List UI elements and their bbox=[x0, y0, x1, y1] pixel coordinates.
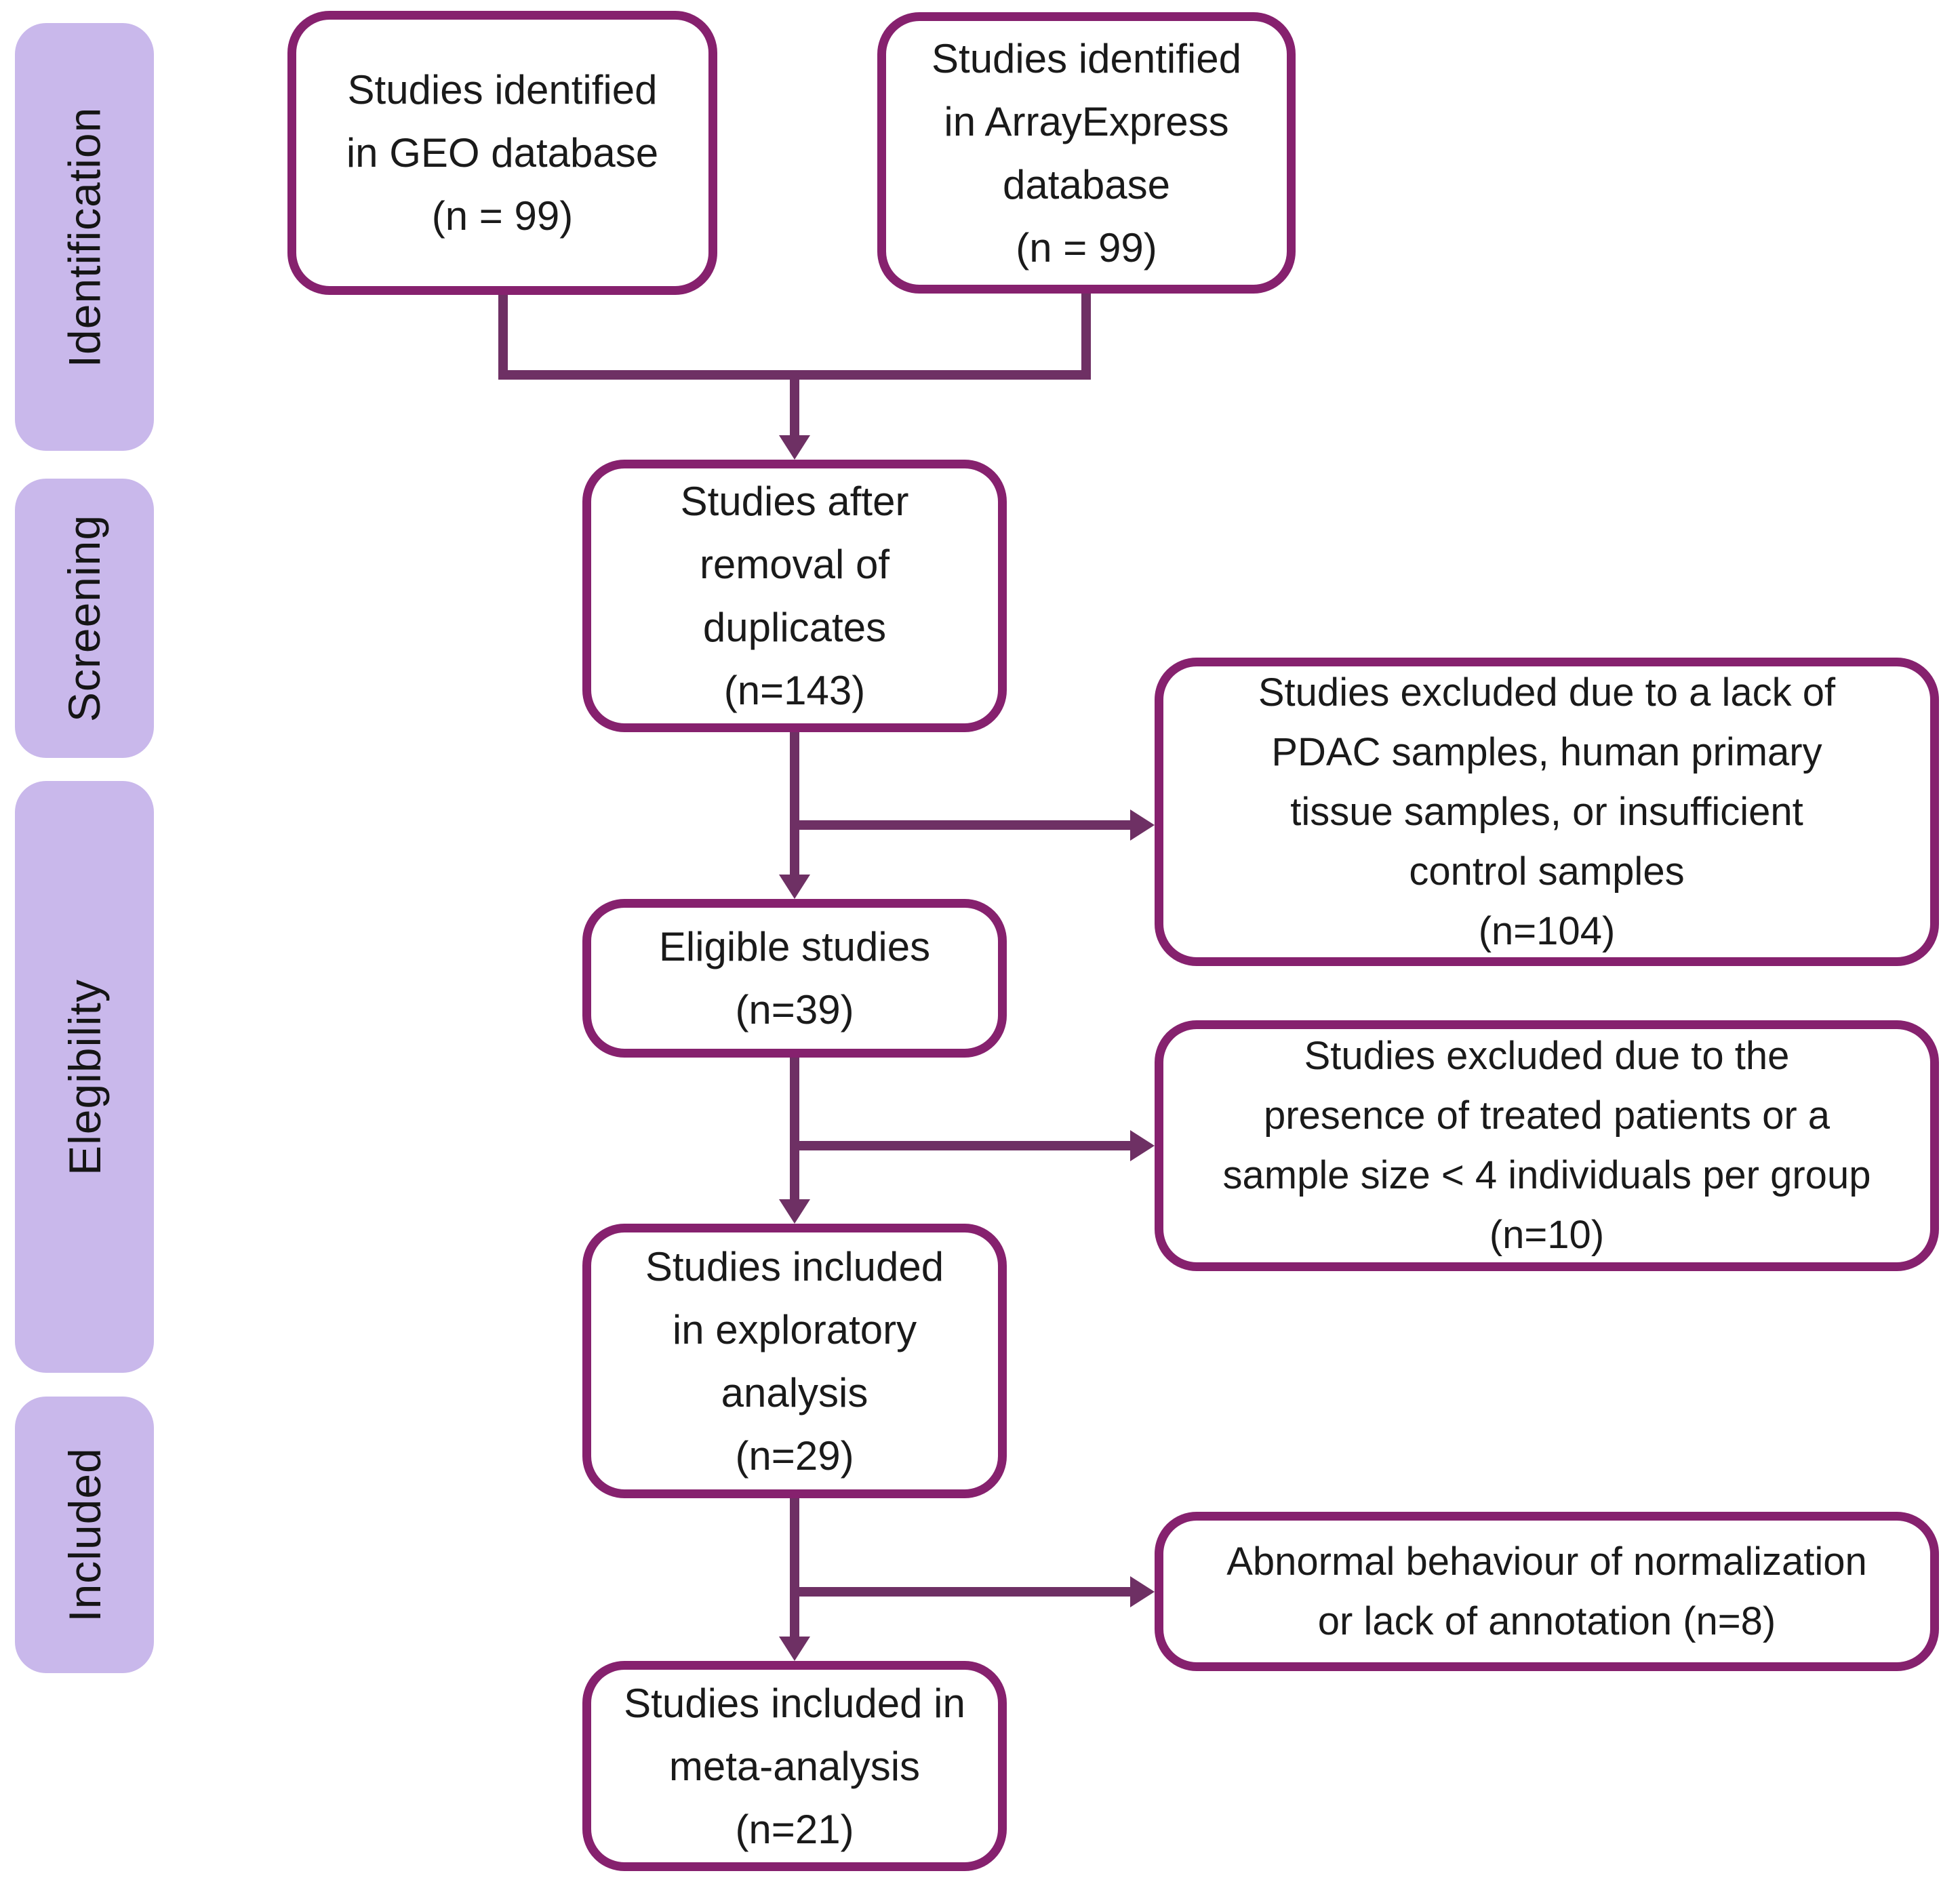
arrowhead-into-excluded-treated bbox=[1130, 1130, 1155, 1161]
arrowhead-into-eligible bbox=[779, 875, 810, 899]
connector-arrayexpress-down bbox=[1081, 294, 1091, 380]
box-excluded-lack-samples-text: Studies excluded due to a lack of PDAC s… bbox=[1258, 670, 1836, 953]
connector-exploratory-to-meta bbox=[790, 1498, 799, 1638]
box-eligible: Eligible studies (n=39) bbox=[582, 899, 1007, 1058]
connector-branch-excluded-lack bbox=[790, 820, 1134, 830]
stage-identification: Identification bbox=[15, 23, 154, 451]
box-identified-arrayexpress: Studies identified in ArrayExpress datab… bbox=[877, 12, 1296, 294]
box-after-duplicates: Studies after removal of duplicates (n=1… bbox=[582, 460, 1007, 732]
stage-included: Included bbox=[15, 1397, 154, 1673]
stage-included-label: Included bbox=[59, 1447, 110, 1622]
arrowhead-into-excluded-abnormal bbox=[1130, 1576, 1155, 1607]
box-excluded-treated-patients-text: Studies excluded due to the presence of … bbox=[1222, 1034, 1871, 1257]
arrowhead-into-excluded-lack bbox=[1130, 809, 1155, 841]
connector-geo-down bbox=[498, 295, 508, 380]
connector-eligible-to-exploratory bbox=[790, 1058, 799, 1201]
stage-elegibility-label: Elegibility bbox=[59, 978, 110, 1176]
connector-duplicates-to-eligible bbox=[790, 732, 799, 876]
box-excluded-abnormal-normalization: Abnormal behaviour of normalization or l… bbox=[1155, 1512, 1939, 1671]
box-after-duplicates-text: Studies after removal of duplicates (n=1… bbox=[680, 479, 909, 713]
connector-merge-to-duplicates bbox=[790, 375, 799, 438]
box-identified-geo-text: Studies identified in GEO database (n = … bbox=[346, 67, 659, 239]
stage-identification-label: Identification bbox=[59, 106, 110, 367]
box-identified-arrayexpress-text: Studies identified in ArrayExpress datab… bbox=[932, 35, 1241, 270]
box-excluded-lack-samples: Studies excluded due to a lack of PDAC s… bbox=[1155, 658, 1939, 966]
arrowhead-into-meta bbox=[779, 1637, 810, 1661]
stage-screening: Screening bbox=[15, 479, 154, 758]
arrowhead-into-duplicates bbox=[779, 435, 810, 460]
connector-branch-excluded-abnormal bbox=[790, 1587, 1134, 1597]
stage-screening-label: Screening bbox=[59, 514, 110, 723]
box-excluded-treated-patients: Studies excluded due to the presence of … bbox=[1155, 1020, 1939, 1271]
box-identified-geo: Studies identified in GEO database (n = … bbox=[287, 11, 717, 295]
connector-branch-excluded-treated bbox=[790, 1141, 1134, 1150]
box-meta-analysis: Studies included in meta-analysis (n=21) bbox=[582, 1661, 1007, 1871]
box-exploratory-analysis-text: Studies included in exploratory analysis… bbox=[645, 1243, 944, 1479]
box-excluded-abnormal-normalization-text: Abnormal behaviour of normalization or l… bbox=[1226, 1539, 1867, 1643]
box-meta-analysis-text: Studies included in meta-analysis (n=21) bbox=[624, 1680, 965, 1852]
arrowhead-into-exploratory bbox=[779, 1199, 810, 1224]
stage-elegibility: Elegibility bbox=[15, 781, 154, 1373]
box-exploratory-analysis: Studies included in exploratory analysis… bbox=[582, 1224, 1007, 1498]
box-eligible-text: Eligible studies (n=39) bbox=[658, 924, 931, 1032]
